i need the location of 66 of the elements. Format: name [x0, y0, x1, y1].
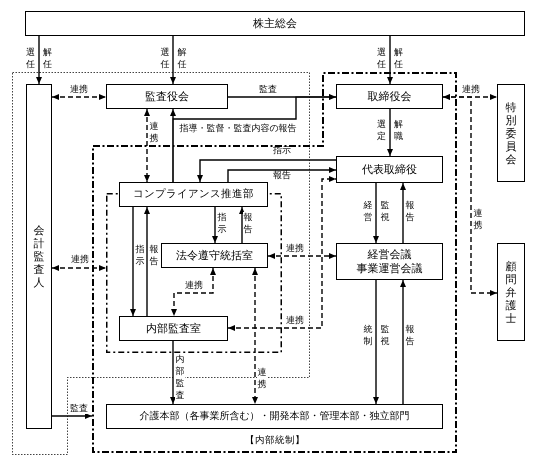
arrow — [373, 280, 379, 404]
edge-label: 指導・監督・監査内容の報告 — [180, 124, 296, 134]
arrow — [400, 280, 406, 404]
arrow — [387, 36, 393, 84]
arrow — [170, 341, 176, 404]
region-title: 【内部統制】 — [245, 436, 305, 446]
edge-label: 選定解職 — [376, 119, 404, 143]
edge-label: 報告 — [405, 324, 415, 348]
edge-label: 指示 — [217, 212, 227, 236]
org-box: コンプライアンス推進部 — [119, 182, 268, 207]
edge-label: 連携 — [473, 208, 483, 232]
org-box: 介護本部（各事業所含む）・開発本部・管理本部・独立部門 — [106, 404, 443, 429]
edge-label: 連携 — [185, 282, 203, 290]
org-box: 特別委員会 — [497, 84, 525, 182]
org-name: 経営会議 — [368, 248, 412, 262]
org-name: 事業運営会議 — [356, 262, 422, 275]
arrow — [52, 413, 92, 419]
arrow — [36, 36, 42, 84]
edge-label: 連携 — [286, 244, 304, 254]
org-box — [336, 243, 443, 280]
arrow — [212, 207, 218, 243]
arrow — [197, 159, 336, 182]
org-box: 取締役会 — [336, 84, 443, 109]
edge-label: 連携 — [257, 367, 267, 391]
edge-label: 経営監視 — [363, 200, 390, 224]
edge-label: 報告 — [149, 244, 159, 268]
edge-label: 連携 — [70, 86, 88, 94]
double-arrow — [52, 94, 106, 100]
edge-label: 内部監査 — [175, 354, 185, 402]
org-box: 株主総会 — [25, 11, 525, 36]
double-arrow — [443, 94, 497, 296]
double-arrow — [268, 253, 336, 259]
edge-label: 選任解任 — [160, 47, 187, 71]
double-arrow — [52, 265, 106, 271]
edge-label: 報告 — [273, 172, 291, 180]
edge-label: 監査 — [70, 404, 88, 414]
arrow — [130, 207, 136, 316]
edge-label: 連携 — [286, 316, 304, 326]
arrow — [170, 36, 176, 84]
org-box: 顧問弁護士 — [497, 243, 525, 341]
double-arrow — [252, 268, 258, 404]
org-box: 代表取締役 — [336, 156, 443, 183]
arrow — [373, 183, 379, 243]
edge-label: 指示 — [135, 244, 145, 268]
arrow — [144, 207, 150, 316]
org-box: 法令遵守統括室 — [161, 243, 268, 268]
edge-label: 統制監視 — [363, 324, 390, 348]
edge-label: 選任解任 — [26, 47, 52, 71]
org-box: 会計監査人 — [26, 84, 52, 429]
arrow — [239, 207, 245, 243]
double-arrow — [228, 176, 336, 331]
org-box: 内部監査室 — [119, 316, 228, 341]
arrow — [387, 109, 393, 156]
edge-label: 連携 — [71, 256, 89, 264]
arrow — [400, 183, 406, 243]
double-arrow — [144, 109, 150, 182]
arrow — [227, 167, 336, 182]
double-arrow — [171, 268, 216, 316]
edge-label: 連携 — [149, 121, 159, 145]
edge-label: 報告 — [405, 200, 415, 224]
org-box: 監査役会 — [106, 84, 228, 109]
arrow — [172, 94, 336, 182]
edge-label: 連携 — [462, 86, 480, 94]
edge-label: 選任解任 — [376, 47, 404, 71]
edge-label: 監査 — [259, 86, 277, 94]
edge-label: 報告 — [243, 212, 253, 236]
